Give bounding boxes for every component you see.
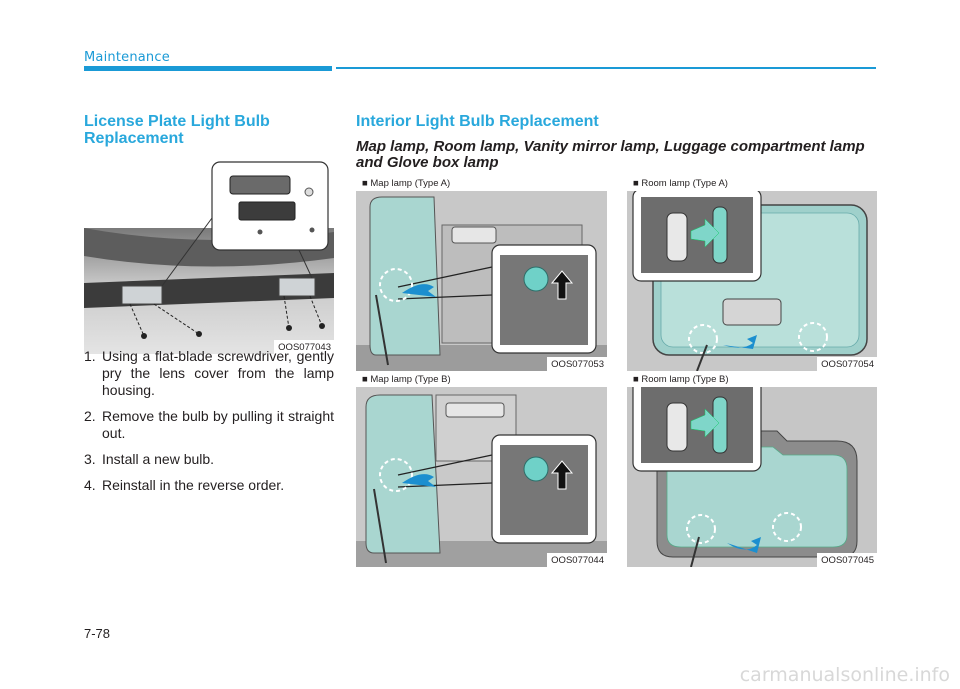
step-text: Install a new bulb. — [102, 451, 215, 467]
step-number: 3. — [84, 451, 96, 467]
step-number: 1. — [84, 348, 96, 364]
watermark: carmanualsonline.info — [739, 664, 950, 686]
step-text: Reinstall in the reverse order. — [102, 477, 285, 493]
step-item: 4. Reinstall in the reverse order. — [84, 477, 334, 494]
step-item: 2. Remove the bulb by pulling it straight… — [84, 408, 334, 442]
interior-light-subheading: Map lamp, Room lamp, Vanity mirror lamp,… — [356, 138, 865, 171]
step-number: 2. — [84, 408, 96, 424]
step-text: Remove the bulb by pulling it straight o… — [102, 408, 334, 441]
map-lamp-type-b-figure: ■ Map lamp (Type B) OOS077044 — [356, 371, 607, 567]
figure-code: OOS077054 — [817, 357, 877, 371]
figure-caption: ■ Room lamp (Type B) — [627, 371, 877, 387]
room-lamp-type-a-figure: ■ Room lamp (Type A) OOS077054 — [627, 175, 877, 371]
figure-caption: ■ Room lamp (Type A) — [627, 175, 877, 191]
header-rule-thick — [84, 66, 332, 71]
replacement-steps: 1. Using a flat-blade screwdriver, gently… — [84, 348, 334, 503]
interior-light-heading: Interior Light Bulb Replacement — [356, 113, 599, 130]
figure-code: OOS077043 — [274, 340, 334, 354]
step-text: Using a flat-blade screwdriver, gently p… — [102, 348, 334, 398]
header-rule-thin — [336, 67, 876, 69]
step-item: 1. Using a flat-blade screwdriver, gently… — [84, 348, 334, 399]
figure-caption: ■ Map lamp (Type A) — [356, 175, 607, 191]
license-plate-heading: License Plate Light Bulb Replacement — [84, 113, 270, 147]
license-plate-figure: OOS077043 — [84, 158, 334, 354]
page-number: 7-78 — [84, 626, 111, 641]
step-number: 4. — [84, 477, 96, 493]
figure-code: OOS077044 — [547, 553, 607, 567]
figure-code: OOS077045 — [817, 553, 877, 567]
figure-caption: ■ Map lamp (Type B) — [356, 371, 607, 387]
room-lamp-type-b-figure: ■ Room lamp (Type B) OOS077045 — [627, 371, 877, 567]
map-lamp-type-a-figure: ■ Map lamp (Type A) OOS077053 — [356, 175, 607, 371]
step-item: 3. Install a new bulb. — [84, 451, 334, 468]
figure-code: OOS077053 — [547, 357, 607, 371]
section-label: Maintenance — [84, 50, 170, 65]
